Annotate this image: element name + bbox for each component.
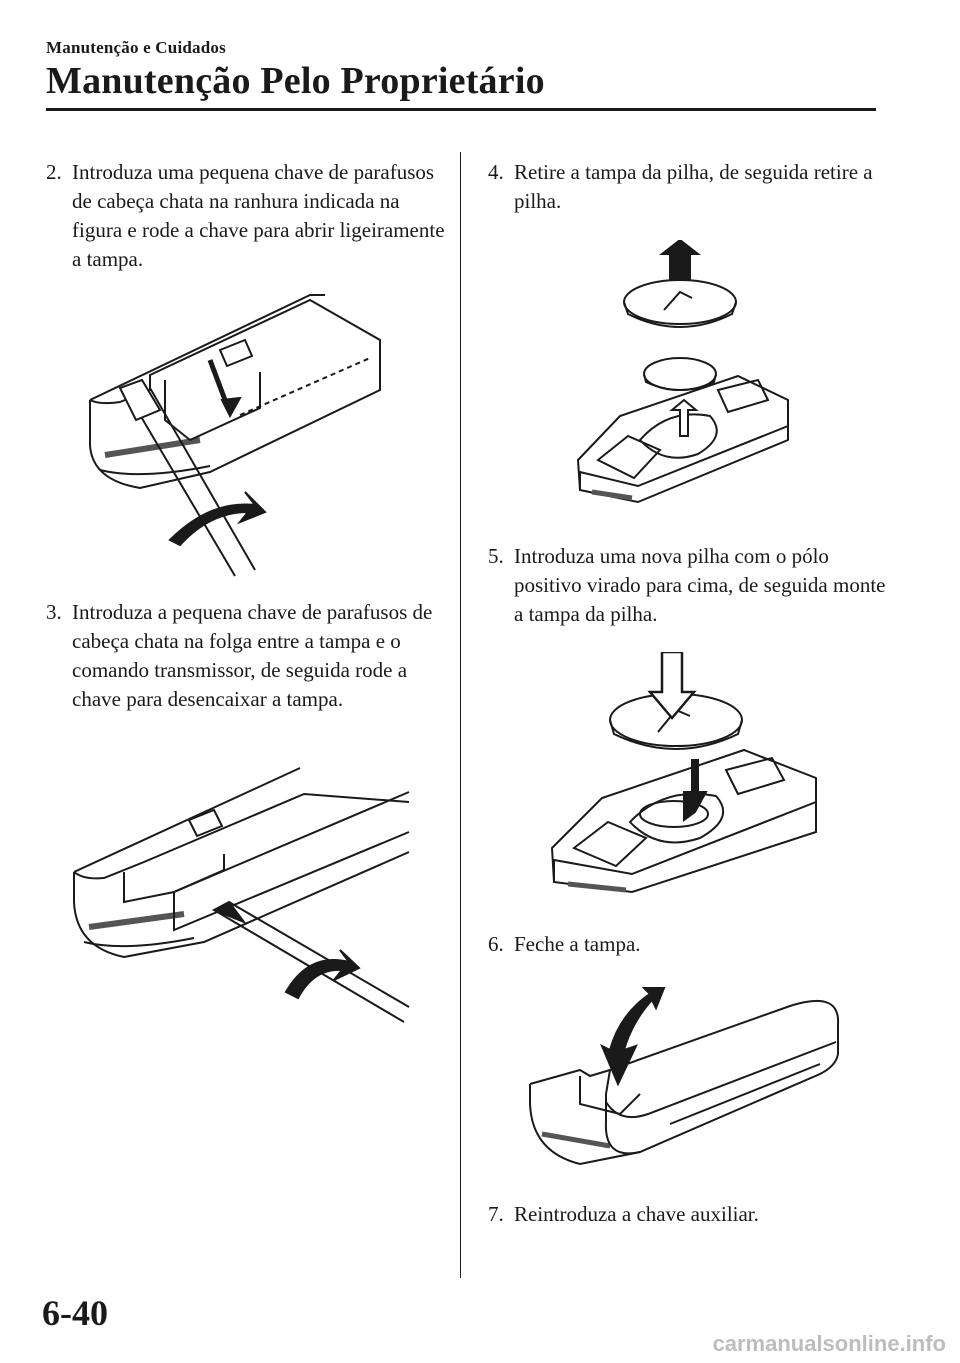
step-5: 5. Introduza uma nova pilha com o pólo po… xyxy=(488,542,888,629)
step-text: Retire a tampa da pilha, de seguida reti… xyxy=(514,160,873,213)
step-number: 4. xyxy=(488,160,504,184)
step-number: 6. xyxy=(488,932,504,956)
figure-remove-battery xyxy=(568,240,808,520)
step-2: 2. Introduza uma pequena chave de parafus… xyxy=(46,158,446,274)
figure-screwdriver-slot xyxy=(80,280,410,580)
page-title: Manutenção Pelo Proprietário xyxy=(46,60,545,102)
figure-insert-battery xyxy=(546,652,826,902)
section-label: Manutenção e Cuidados xyxy=(46,38,226,57)
step-text: Feche a tampa. xyxy=(514,932,641,956)
page-number: 6-40 xyxy=(42,1293,108,1333)
title-rule xyxy=(46,108,876,111)
step-4: 4. Retire a tampa da pilha, de seguida re… xyxy=(488,158,888,216)
figure-close-cover xyxy=(520,984,840,1184)
step-number: 7. xyxy=(488,1202,504,1226)
step-number: 2. xyxy=(46,160,62,184)
step-text: Introduza uma nova pilha com o pólo posi… xyxy=(514,544,886,626)
step-number: 5. xyxy=(488,544,504,568)
column-divider xyxy=(460,152,461,1278)
figure-screwdriver-gap xyxy=(64,762,414,1052)
step-6: 6. Feche a tampa. xyxy=(488,930,888,959)
step-7: 7. Reintroduza a chave auxiliar. xyxy=(488,1200,888,1229)
step-number: 3. xyxy=(46,600,62,624)
step-3: 3. Introduza a pequena chave de parafusos… xyxy=(46,598,446,714)
step-text: Introduza uma pequena chave de parafusos… xyxy=(72,160,445,271)
watermark[interactable]: carmanualsonline.info xyxy=(712,1331,947,1356)
step-text: Reintroduza a chave auxiliar. xyxy=(514,1202,759,1226)
step-text: Introduza a pequena chave de parafusos d… xyxy=(72,600,433,711)
